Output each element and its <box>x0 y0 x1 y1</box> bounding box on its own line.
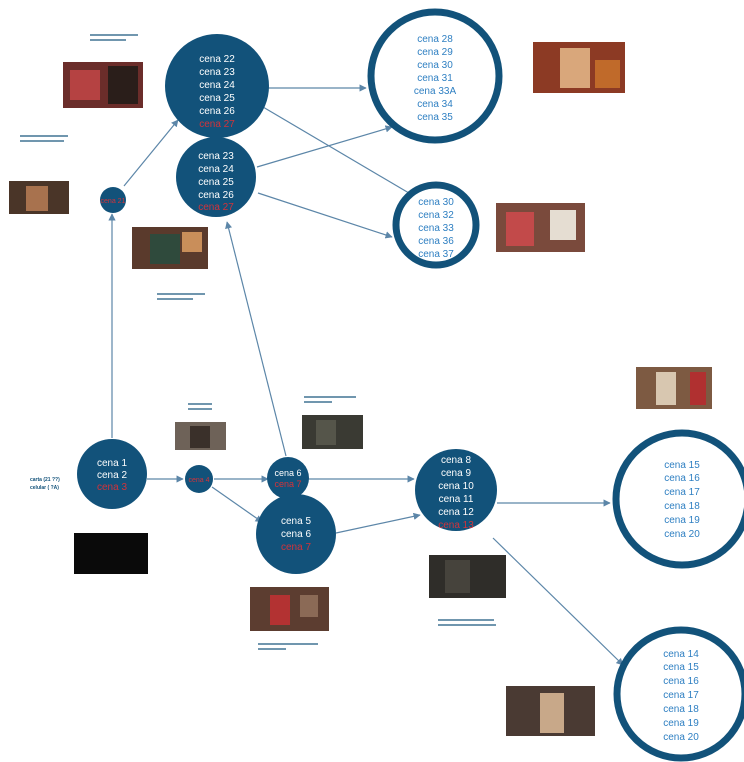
node-left-small-highlight: cena 21 <box>101 198 126 205</box>
edge-top-a-to-ring-mid <box>262 106 415 197</box>
node-cena6: cena 6 cena 7 <box>267 457 309 499</box>
node-top-b-highlight: cena 27 <box>198 202 234 213</box>
node-ring-top-line: cena 30 <box>417 60 453 71</box>
node-center-line: cena 12 <box>438 507 474 518</box>
node-top-b: cena 23 cena 24 cena 25 cena 26 cena 27 <box>176 137 256 217</box>
film-still-thumbnail <box>9 181 69 214</box>
node-ring-bottom-line: cena 14 <box>663 649 699 660</box>
node-mid-small-highlight: cena 4 <box>188 477 209 484</box>
film-still-thumbnail <box>132 227 208 269</box>
node-ring-mid: cena 30 cena 32 cena 33 cena 36 cena 37 <box>392 181 480 269</box>
node-cena6-line: cena 6 <box>274 468 301 478</box>
node-left-small: cena 21 <box>100 187 126 213</box>
node-start: cena 1 cena 2 cena 3 <box>77 439 147 509</box>
node-top-a-line: cena 25 <box>199 93 235 104</box>
edge-left-small-to-top-a <box>123 119 179 187</box>
node-mid-small: cena 4 <box>185 465 213 493</box>
node-ring-top-line: cena 33A <box>414 86 457 97</box>
node-ring-bottom-line: cena 15 <box>663 662 699 673</box>
node-top-a: cena 22 cena 23 cena 24 cena 25 cena 26 … <box>165 34 269 138</box>
node-center: cena 8 cena 9 cena 10 cena 11 cena 12 ce… <box>415 449 497 531</box>
node-ring-bottom-line: cena 20 <box>663 732 699 743</box>
edge-center-to-ring-bottom <box>492 537 624 666</box>
side-label-carta: carta (21 ??) <box>30 477 60 483</box>
node-ring-right: cena 15 cena 16 cena 17 cena 18 cena 19 … <box>612 429 744 569</box>
edge-cena5-to-center <box>335 512 421 534</box>
node-ring-mid-line: cena 37 <box>418 249 454 260</box>
node-cena5: cena 5 cena 6 cena 7 <box>256 494 336 574</box>
node-cena5-highlight: cena 7 <box>281 542 311 553</box>
caption-marks <box>20 34 496 650</box>
node-ring-right-line: cena 20 <box>664 529 700 540</box>
node-start-highlight: cena 3 <box>97 482 127 493</box>
film-still-thumbnail <box>496 203 585 252</box>
node-ring-right-line: cena 19 <box>664 515 700 526</box>
film-still-thumbnail <box>302 415 363 449</box>
node-ring-mid-line: cena 30 <box>418 197 454 208</box>
edge-top-b-to-ring-top <box>256 125 393 168</box>
node-ring-right-line: cena 15 <box>664 460 700 471</box>
node-top-b-line: cena 24 <box>198 164 234 175</box>
node-top-a-line: cena 26 <box>199 106 235 117</box>
node-ring-top-line: cena 35 <box>417 112 453 123</box>
edge-cena6-to-top-b <box>225 221 287 457</box>
film-still-thumbnail <box>74 533 148 574</box>
node-center-line: cena 8 <box>441 455 471 466</box>
node-ring-bottom-line: cena 17 <box>663 690 699 701</box>
node-ring-mid-line: cena 36 <box>418 236 454 247</box>
node-center-line: cena 9 <box>441 468 471 479</box>
node-ring-mid-line: cena 32 <box>418 210 454 221</box>
node-ring-right-line: cena 17 <box>664 487 700 498</box>
node-ring-right-line: cena 16 <box>664 473 700 484</box>
node-ring-bottom-line: cena 19 <box>663 718 699 729</box>
node-ring-top: cena 28 cena 29 cena 30 cena 31 cena 33A… <box>367 8 503 144</box>
node-center-line: cena 11 <box>439 494 474 505</box>
film-still-thumbnail <box>506 686 595 736</box>
edge-top-b-to-ring-mid <box>257 192 393 239</box>
node-ring-top-line: cena 34 <box>417 99 453 110</box>
film-still-thumbnail <box>636 367 712 409</box>
node-top-a-highlight: cena 27 <box>199 119 235 130</box>
node-ring-bottom-line: cena 18 <box>663 704 699 715</box>
film-still-thumbnail <box>63 62 143 108</box>
node-top-a-line: cena 24 <box>199 80 235 91</box>
node-top-a-line: cena 23 <box>199 67 235 78</box>
film-still-thumbnail <box>250 587 329 631</box>
node-cena5-line: cena 6 <box>281 529 311 540</box>
node-start-line: cena 2 <box>97 470 127 481</box>
film-still-thumbnail <box>533 42 625 93</box>
thumbnails <box>9 42 712 736</box>
node-center-line: cena 10 <box>438 481 474 492</box>
node-ring-bottom-line: cena 16 <box>663 676 699 687</box>
node-top-b-line: cena 26 <box>198 190 234 201</box>
node-start-line: cena 1 <box>97 458 127 469</box>
node-cena6-highlight: cena 7 <box>274 479 301 489</box>
node-cena5-line: cena 5 <box>281 516 311 527</box>
node-ring-top-line: cena 28 <box>417 34 453 45</box>
side-label-celular: celular ( ?A) <box>30 485 59 491</box>
edge-mid-small-to-cena5 <box>211 486 263 523</box>
film-still-thumbnail <box>175 422 226 450</box>
node-ring-mid-line: cena 33 <box>418 223 454 234</box>
film-still-thumbnail <box>429 555 506 598</box>
node-top-a-line: cena 22 <box>199 54 235 65</box>
edges <box>108 84 624 666</box>
node-top-b-line: cena 23 <box>198 151 234 162</box>
node-ring-right-line: cena 18 <box>664 501 700 512</box>
node-ring-top-line: cena 29 <box>417 47 453 58</box>
node-ring-top-line: cena 31 <box>417 73 453 84</box>
node-top-b-line: cena 25 <box>198 177 234 188</box>
node-ring-bottom: cena 14 cena 15 cena 16 cena 17 cena 18 … <box>613 626 744 762</box>
node-center-highlight: cena 13 <box>438 520 474 531</box>
